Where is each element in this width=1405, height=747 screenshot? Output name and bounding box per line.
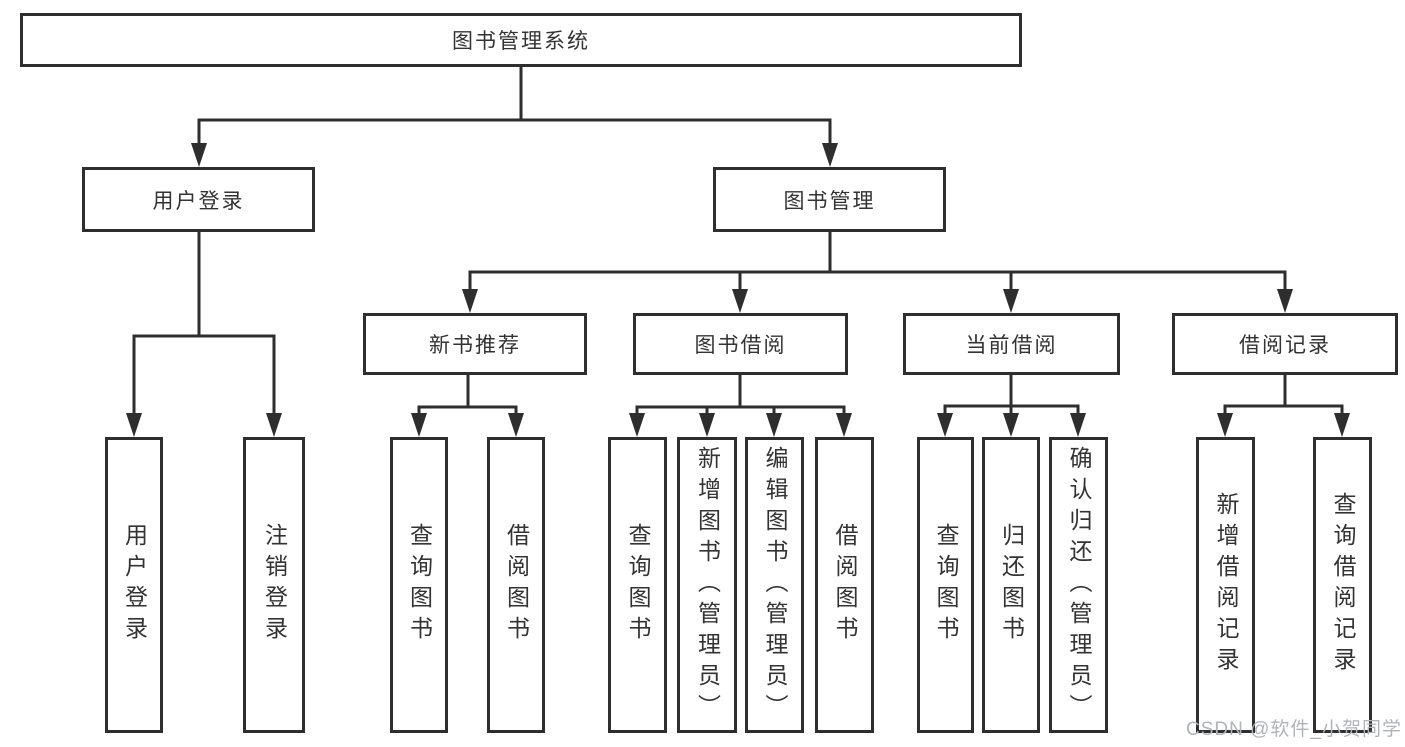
connector-user-login-children: [126, 232, 282, 437]
leaf-query-books-current-label: 查询图书: [933, 523, 959, 647]
node-root: 图书管理系统: [20, 13, 1022, 67]
leaf-logout-label: 注销登录: [261, 523, 288, 647]
leaf-add-books-admin-label: 新增图书（管理员）: [694, 445, 721, 725]
leaf-add-books-admin: 新增图书（管理员）: [677, 437, 737, 733]
leaf-query-books-borrowing: 查询图书: [608, 437, 667, 733]
leaf-query-books-recommend: 查询图书: [390, 437, 448, 733]
node-book-borrowing-label: 图书借阅: [694, 334, 787, 357]
leaf-borrow-books-recommend-label: 借阅图书: [503, 523, 530, 647]
leaf-query-books-borrowing-label: 查询图书: [625, 523, 651, 647]
node-user-login-label: 用户登录: [152, 189, 245, 213]
node-borrowing-records: 借阅记录: [1172, 313, 1398, 375]
connector-borrowing-records-children: [1217, 375, 1350, 437]
leaf-borrow-books: 借阅图书: [815, 437, 874, 733]
node-root-label: 图书管理系统: [452, 30, 590, 53]
leaf-borrow-books-label: 借阅图书: [832, 523, 858, 647]
leaf-query-books-current: 查询图书: [917, 437, 974, 733]
leaf-user-login-label: 用户登录: [121, 523, 148, 647]
leaf-add-borrow-record-label: 新增借阅记录: [1213, 492, 1239, 678]
leaf-return-books: 归还图书: [982, 437, 1040, 733]
leaf-borrow-books-recommend: 借阅图书: [487, 437, 545, 733]
leaf-logout: 注销登录: [243, 437, 305, 733]
connector-root-to-level2: [191, 67, 838, 167]
leaf-query-books-recommend-label: 查询图书: [406, 523, 433, 647]
csdn-watermark: CSDN @软件_小贺同学: [1186, 719, 1402, 740]
node-current-borrowing: 当前借阅: [903, 313, 1120, 375]
leaf-user-login: 用户登录: [105, 437, 163, 733]
node-user-login: 用户登录: [82, 167, 315, 232]
node-new-book-recommend-label: 新书推荐: [429, 334, 521, 357]
leaf-edit-books-admin: 编辑图书（管理员）: [745, 437, 804, 733]
leaf-edit-books-admin-label: 编辑图书（管理员）: [762, 445, 788, 725]
connector-book-management-to-level3: [462, 232, 1293, 313]
connector-new-book-recommend-children: [411, 375, 524, 437]
leaf-confirm-return-admin: 确认归还（管理员）: [1049, 437, 1108, 733]
leaf-add-borrow-record: 新增借阅记录: [1196, 437, 1255, 733]
connector-book-borrowing-children: [629, 375, 852, 437]
connector-current-borrowing-children: [937, 375, 1086, 437]
node-book-borrowing: 图书借阅: [633, 313, 848, 375]
leaf-return-books-label: 归还图书: [998, 523, 1025, 647]
node-new-book-recommend: 新书推荐: [363, 313, 587, 375]
leaf-query-borrow-record-label: 查询借阅记录: [1330, 492, 1356, 678]
node-book-management-label: 图书管理: [783, 189, 876, 213]
leaf-confirm-return-admin-label: 确认归还（管理员）: [1066, 445, 1092, 725]
node-current-borrowing-label: 当前借阅: [965, 334, 1058, 357]
leaf-query-borrow-record: 查询借阅记录: [1313, 437, 1372, 733]
node-book-management: 图书管理: [713, 167, 946, 232]
node-borrowing-records-label: 借阅记录: [1239, 334, 1331, 357]
